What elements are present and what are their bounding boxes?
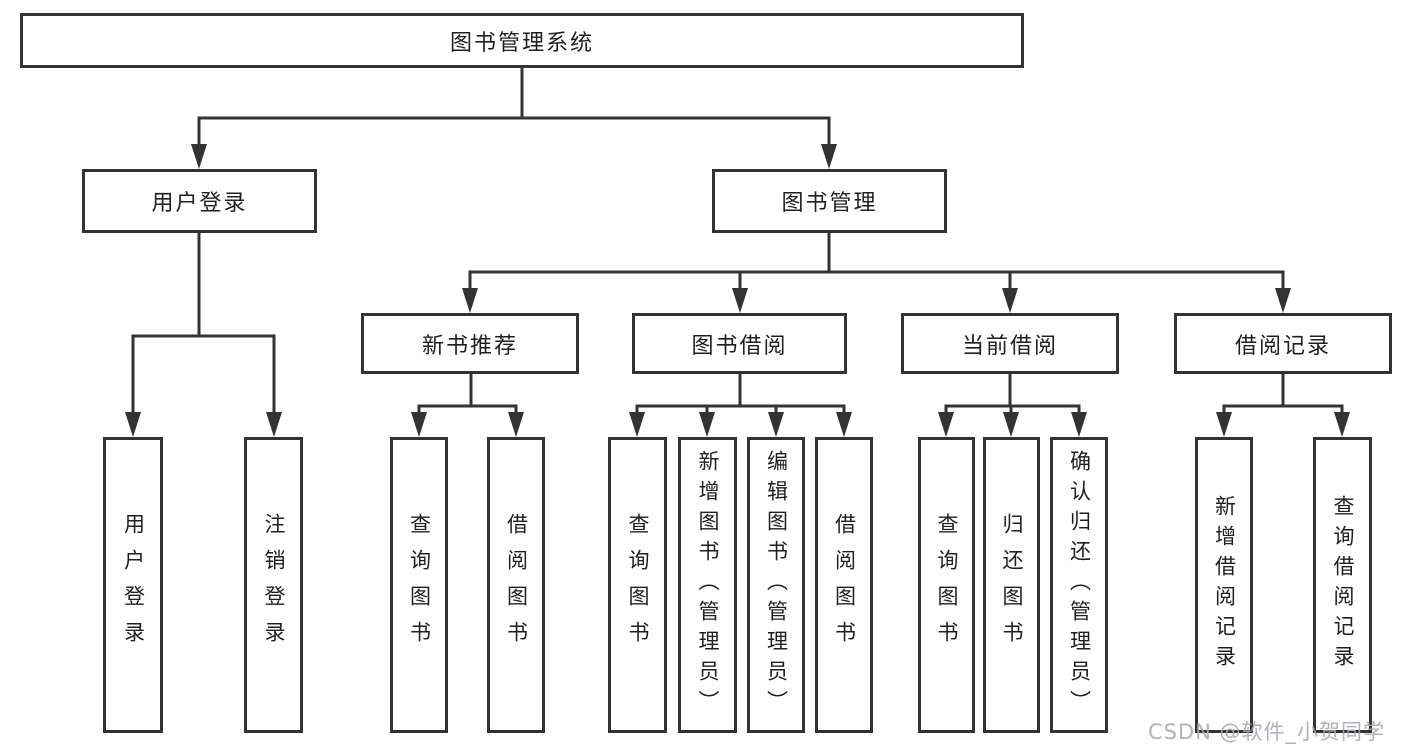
leaf-query-books: 查询图书 — [608, 437, 667, 733]
leaf-add-borrow-record: 新增借阅记录 — [1195, 437, 1253, 733]
leaf-add-book-admin: 新增图书（管理员） — [678, 437, 737, 733]
leaf-return-book: 归还图书 — [983, 437, 1040, 733]
leaf-user-login: 用户登录 — [103, 437, 163, 733]
leaf-edit-book-admin: 编辑图书（管理员） — [747, 437, 805, 733]
leaf-query-books: 查询图书 — [918, 437, 975, 733]
node-library-management-system: 图书管理系统 — [20, 13, 1024, 68]
node-new-book-recommend: 新书推荐 — [361, 313, 579, 374]
node-book-management: 图书管理 — [712, 169, 947, 233]
node-book-borrow: 图书借阅 — [632, 313, 847, 374]
leaf-logout: 注销登录 — [244, 437, 303, 733]
leaf-borrow-books: 借阅图书 — [815, 437, 873, 733]
leaf-confirm-return-admin: 确认归还（管理员） — [1050, 437, 1108, 733]
watermark: CSDN @软件_小贺同学 — [1148, 720, 1386, 744]
leaf-query-books: 查询图书 — [390, 437, 448, 733]
node-current-borrow: 当前借阅 — [901, 313, 1119, 374]
leaf-query-borrow-record: 查询借阅记录 — [1313, 437, 1372, 733]
leaf-borrow-books: 借阅图书 — [487, 437, 545, 733]
node-user-login: 用户登录 — [82, 169, 317, 233]
node-borrow-records: 借阅记录 — [1174, 313, 1392, 374]
